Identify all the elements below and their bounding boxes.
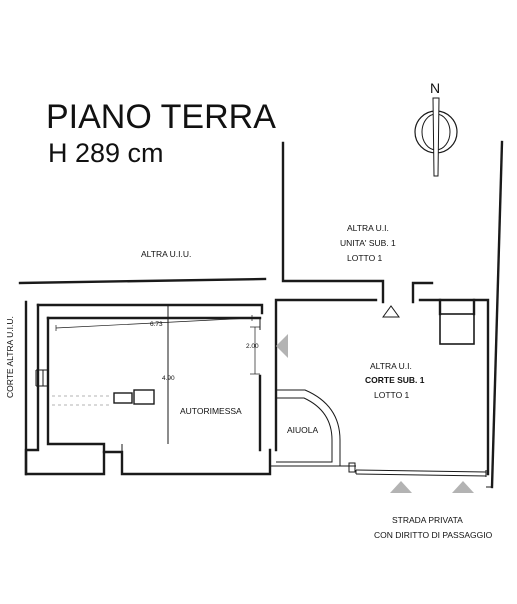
north-label: N — [430, 80, 440, 96]
floor-height: H 289 cm — [48, 138, 164, 168]
flowerbed-outline — [276, 389, 341, 467]
corte-altra-uiu-label: CORTE ALTRA U.I.U. — [5, 316, 15, 398]
unita-sub-label: UNITA' SUB. 1 — [340, 238, 396, 248]
dimension-opening-label: 2.00 — [246, 343, 259, 350]
entry-marker-icon — [390, 481, 412, 493]
dimension-width-label: 6.73 — [150, 321, 163, 328]
entry-marker-icon — [452, 481, 474, 493]
corte-sub-label: CORTE SUB. 1 — [365, 375, 425, 385]
dimension-lines — [55, 315, 260, 444]
altra-ui-right-label: ALTRA U.I. — [370, 361, 412, 371]
altra-ui-top-label: ALTRA U.I. — [347, 223, 389, 233]
outer-boundary-walls — [18, 140, 504, 489]
entry-marker-icon — [276, 334, 288, 358]
courtyard-walls — [274, 298, 490, 476]
strada-privata-label: STRADA PRIVATA — [392, 515, 463, 525]
entry-marker-icon — [382, 305, 400, 318]
north-arrow-icon — [414, 97, 458, 177]
garage-walls — [24, 303, 272, 476]
autorimessa-label: AUTORIMESSA — [180, 406, 242, 416]
pillar-icon — [113, 392, 133, 404]
pillar-icon — [133, 389, 155, 405]
diritto-passaggio-label: CON DIRITTO DI PASSAGGIO — [374, 530, 493, 540]
street-gate — [270, 462, 487, 477]
altra-uiu-top-label: ALTRA U.I.U. — [141, 249, 191, 259]
plan-title: PIANO TERRA — [46, 98, 276, 136]
lotto-top-label: LOTTO 1 — [347, 253, 383, 263]
dimension-depth-label: 4.90 — [162, 375, 175, 382]
lotto-right-label: LOTTO 1 — [374, 390, 410, 400]
aiuola-label: AIUOLA — [287, 425, 319, 435]
